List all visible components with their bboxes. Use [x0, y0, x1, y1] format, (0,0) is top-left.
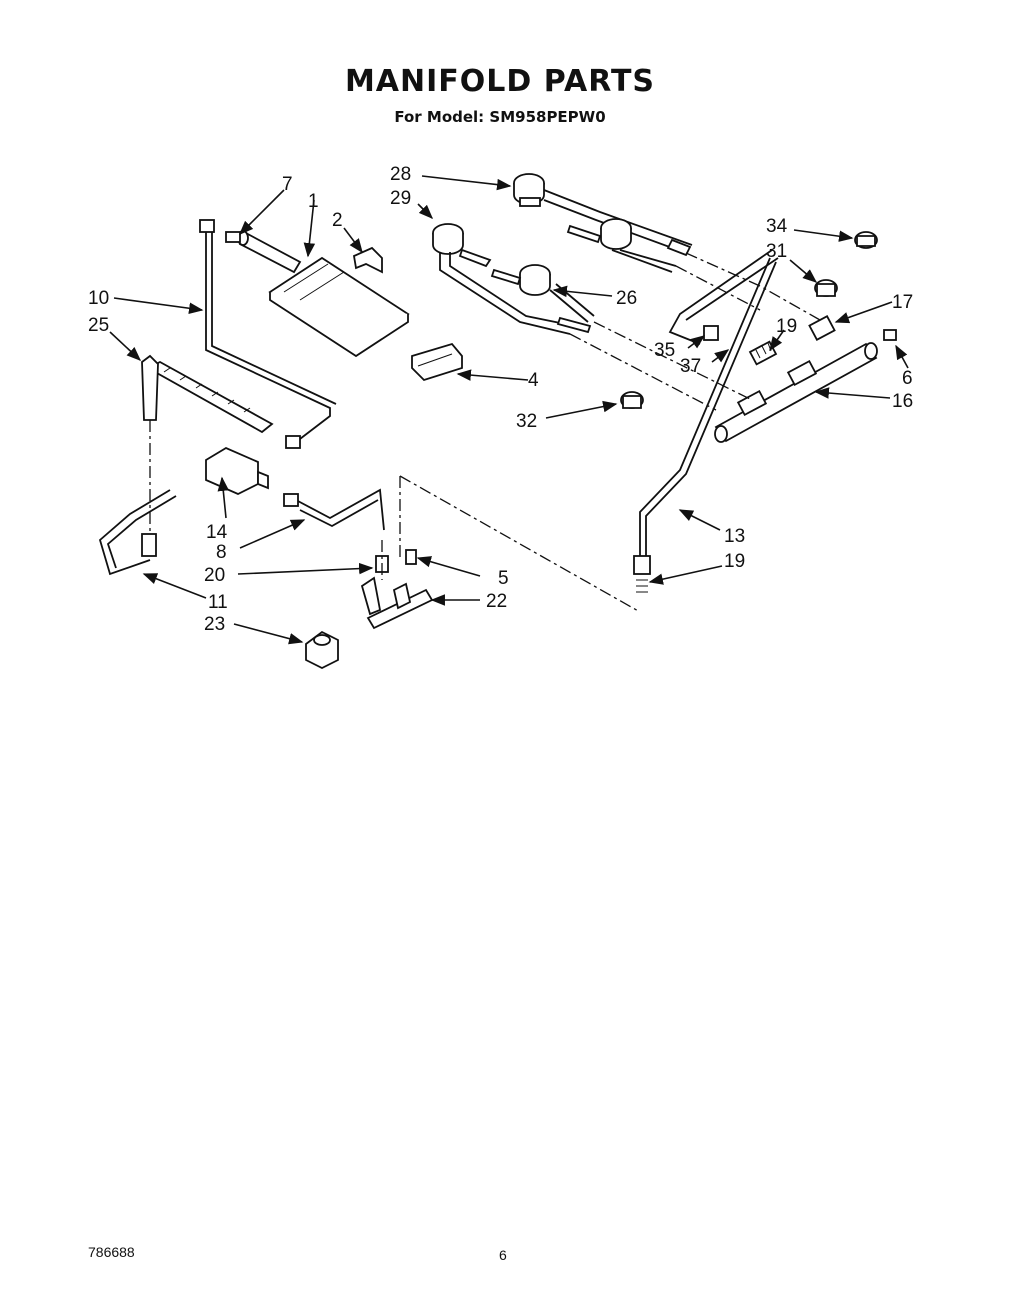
callout-20: 20: [204, 565, 225, 586]
oven-burner: [237, 230, 410, 358]
surface-burner-26a: [566, 218, 677, 273]
callout-31: 31: [766, 241, 787, 262]
callout-5: 5: [498, 568, 509, 589]
fitting-11-bottom: [141, 533, 157, 557]
burner-valves: [736, 315, 836, 417]
callout-13: 13: [724, 526, 745, 547]
callout-19-upper: 19: [776, 316, 797, 337]
knob-32: [620, 391, 644, 409]
callout-35: 35: [654, 340, 675, 361]
fitting-6: [883, 329, 897, 341]
tube-11: [98, 489, 177, 576]
fitting-7: [225, 231, 241, 243]
knob-31: [814, 279, 838, 297]
page-title: MANIFOLD PARTS: [344, 64, 656, 99]
surface-burner-29: [432, 223, 576, 335]
callout-28: 28: [390, 164, 411, 185]
callout-22: 22: [486, 591, 507, 612]
fitting-oven: [285, 435, 301, 449]
callout-26: 26: [616, 288, 637, 309]
document-code: 786688: [88, 1244, 135, 1260]
fitting-8: [283, 493, 299, 507]
callout-1: 1: [308, 191, 319, 212]
callout-14: 14: [206, 522, 228, 543]
manifold-bracket-22: [360, 576, 434, 630]
callout-16: 16: [892, 391, 913, 412]
callout-7: 7: [282, 174, 293, 195]
callout-8: 8: [216, 542, 227, 563]
surface-burner-28: [513, 173, 693, 257]
callout-10: 10: [88, 288, 109, 309]
callout-29: 29: [390, 188, 411, 209]
callout-11: 11: [208, 592, 228, 613]
callout-4: 4: [528, 370, 539, 391]
callout-25: 25: [88, 315, 109, 336]
callout-2: 2: [332, 210, 343, 231]
tube-10: [205, 232, 337, 443]
model-subtitle: For Model: SM958PEPW0: [394, 108, 606, 126]
callout-19-lower: 19: [724, 551, 745, 572]
bracket-2: [352, 246, 383, 274]
fitting-top-10: [199, 219, 215, 233]
leader-lines: [109, 175, 909, 645]
callout-17: 17: [892, 292, 913, 313]
pressure-regulator-23: [305, 630, 339, 670]
alignment-lines: [149, 252, 821, 613]
fitting-19-lower: [633, 555, 651, 575]
fitting-5: [405, 549, 417, 565]
callout-23: 23: [204, 614, 225, 635]
callout-6: 6: [902, 368, 913, 389]
burner-loop: [668, 249, 779, 345]
orifice-35: [703, 325, 719, 341]
callout-34: 34: [766, 216, 788, 237]
broil-burner: [141, 354, 274, 434]
manifold-pipe: [714, 342, 878, 443]
tube-13: [639, 257, 777, 556]
knob-34: [854, 231, 878, 249]
callout-32: 32: [516, 411, 537, 432]
bracket-4: [411, 342, 463, 382]
safety-valve-14: [205, 446, 269, 495]
surface-burner-26b: [490, 264, 595, 334]
callout-37: 37: [680, 356, 701, 377]
page-number: 6: [499, 1247, 507, 1263]
tube-8: [295, 488, 385, 531]
